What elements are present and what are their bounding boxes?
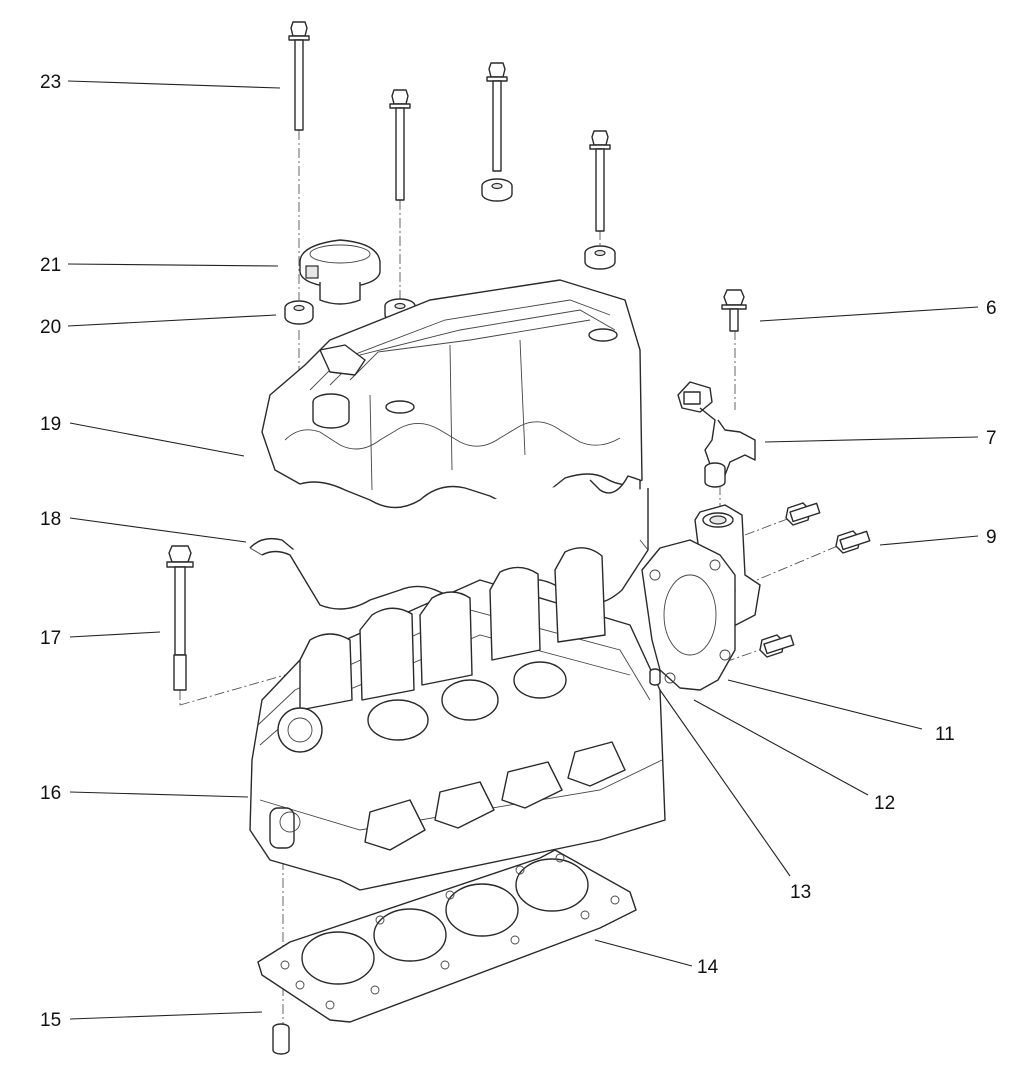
valve-cover-gasket: [249, 475, 649, 610]
oil-filler-cap: [299, 239, 381, 305]
callout-23: 23: [40, 72, 61, 93]
callout-21: 21: [40, 255, 61, 276]
callout-14: 14: [697, 957, 719, 978]
cover-bolt-right: [584, 130, 616, 270]
housing-dowel: [649, 668, 661, 686]
callout-16: 16: [40, 783, 61, 804]
callout-18: 18: [40, 509, 61, 530]
callout-20: 20: [40, 317, 61, 338]
sensor-bolt: [721, 289, 747, 332]
cylinder-head: [249, 547, 666, 891]
cylinder-head-gasket: [257, 849, 637, 1023]
callout-19: 19: [40, 414, 61, 435]
gasket-holes: [280, 853, 620, 1010]
callout-7: 7: [986, 428, 997, 449]
cover-bolt-center-right: [481, 62, 513, 202]
callout-leaders: [67, 80, 979, 1020]
housing-gasket: [641, 539, 736, 691]
callout-9: 9: [986, 527, 997, 548]
callout-6: 6: [986, 298, 997, 319]
cover-bolt-center-left: [389, 89, 411, 201]
callout-13: 13: [790, 882, 811, 903]
valve-cover: [261, 279, 643, 509]
camshaft-position-sensor: [677, 381, 756, 488]
cylinder-head-bolt: [166, 545, 194, 691]
callout-17: 17: [40, 628, 61, 649]
callout-labels: 23 21 20 19 18 17 16 15 6 7 9 11 12 13 1…: [40, 72, 997, 1031]
callout-11: 11: [935, 724, 955, 745]
cover-bolt-long-left: [288, 21, 310, 131]
callout-12: 12: [874, 793, 895, 814]
housing-bolts: [759, 502, 871, 658]
callout-15: 15: [40, 1010, 61, 1031]
dowel-pin: [272, 1023, 290, 1055]
